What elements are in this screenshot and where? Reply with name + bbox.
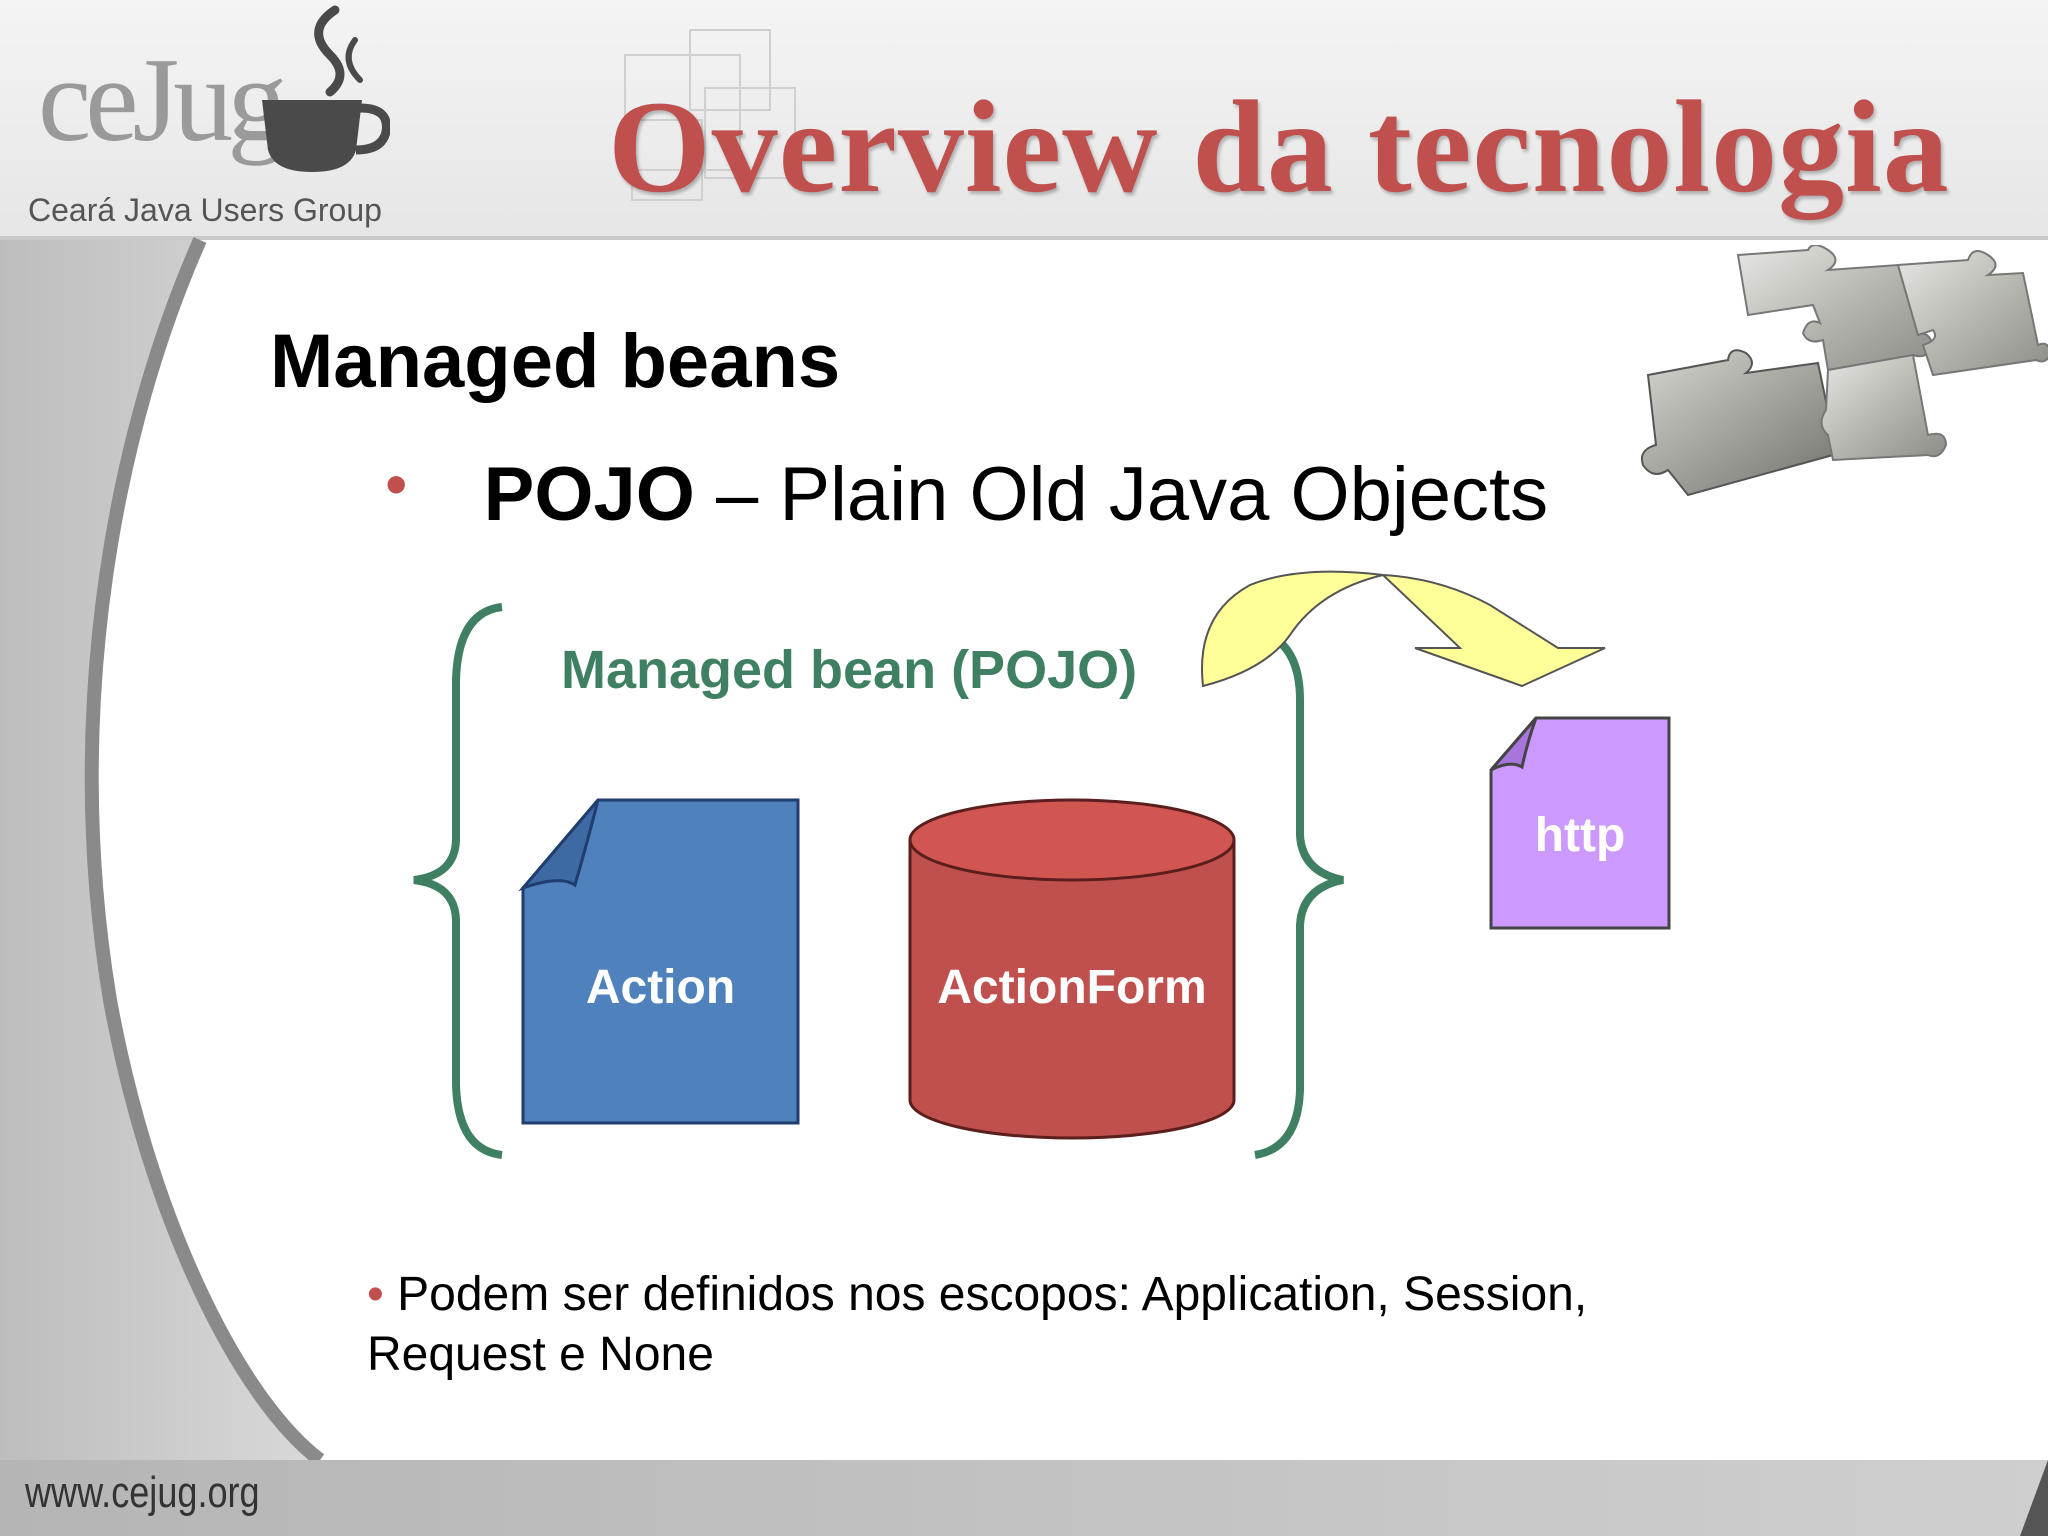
right-brace <box>1253 626 1344 1159</box>
section-heading: Managed beans <box>270 319 841 404</box>
scope-note: • Podem ser definidos nos escopos: Appli… <box>367 1265 1767 1385</box>
slide-title: Overview da tecnologia <box>608 73 1950 220</box>
curved-arrow <box>1201 570 1606 688</box>
bullet-text: – Plain Old Java Objects <box>694 452 1549 537</box>
http-label: http <box>1534 809 1626 862</box>
http-document <box>1489 716 1671 930</box>
bullet-marker: • <box>385 448 408 520</box>
logo-subtitle: Ceará Java Users Group <box>28 192 382 228</box>
coffee-cup-icon: ceJug <box>38 5 391 172</box>
footer-url: www.cejug.org <box>25 1468 260 1517</box>
actionform-cylinder <box>908 798 1236 1140</box>
action-document <box>518 798 800 1125</box>
note-bullet-marker: • <box>367 1268 384 1321</box>
note-line-1: Podem ser definidos nos escopos: Applica… <box>383 1268 1588 1321</box>
note-line-2: Request e None <box>367 1328 714 1381</box>
logo-wordmark: ceJug <box>38 33 285 166</box>
puzzle-pieces-icon <box>1640 245 2048 497</box>
bullet-bold-term: POJO <box>483 452 695 537</box>
pojo-bullet: • POJO – Plain Old Java Objects <box>385 447 1548 538</box>
cejug-logo: ceJug Ceará Java Users Group <box>28 0 391 230</box>
left-brace <box>413 603 503 1159</box>
managed-bean-label: Managed bean (POJO) <box>561 640 1138 700</box>
action-label: Action <box>585 961 736 1014</box>
actionform-label: ActionForm <box>937 961 1207 1014</box>
